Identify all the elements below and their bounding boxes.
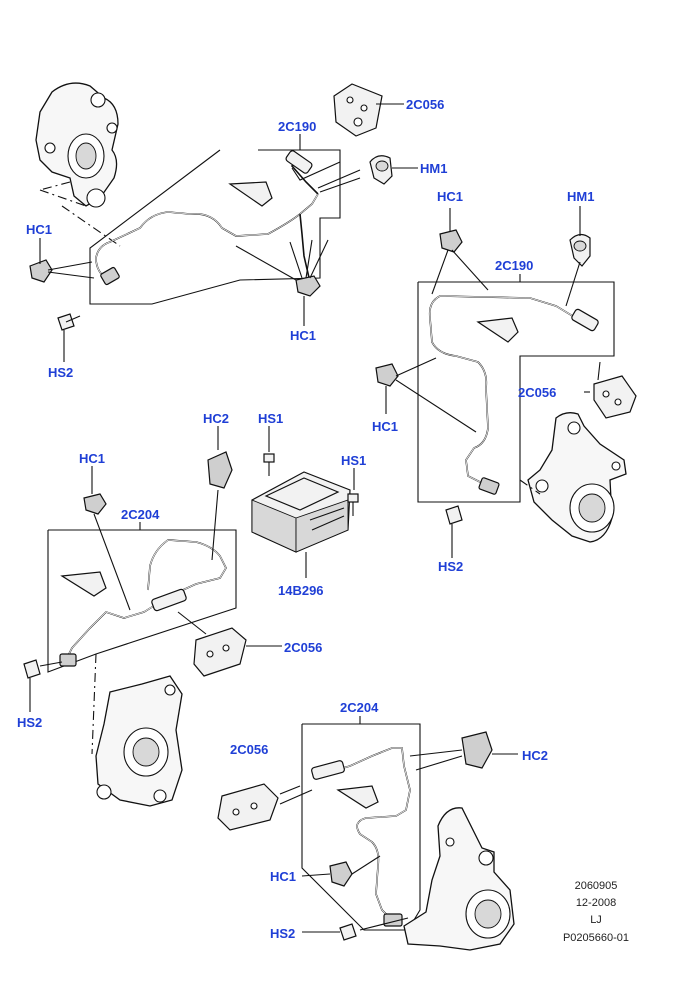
bolt-hs2-right [445,505,463,525]
cluster-front-right-2c190 [375,206,637,558]
callout-hc1-right-left: HC1 [372,419,398,434]
harness-clip-hc1-mid [83,493,107,515]
callout-2c204-bottom: 2C204 [340,700,379,715]
bolt-hs2-left [23,659,41,679]
callout-hc2-mid: HC2 [203,411,229,426]
callout-hs1-right: HS1 [341,453,366,468]
steering-knuckle-left-mid [95,675,183,807]
label-tag-1 [228,181,273,207]
ref-date: 12-2008 [576,897,616,909]
cluster1-dash-c [61,205,121,247]
harness-2c190-drop [299,213,311,283]
ref-number: 2060905 [575,880,618,892]
harness-clip-hc1-left [29,259,53,283]
cluster-rear-left-2c204 [23,466,282,807]
harness-clip-hc1-top-right [439,229,463,253]
harness-clip-hc2-mid [207,451,233,489]
connector-2c056-right [593,375,637,419]
callout-2c056-bottom: 2C056 [230,742,268,757]
callout-hs2-mid-left: HS2 [17,715,42,730]
callout-2c056-right: 2C056 [518,385,556,400]
harness-mount-hm1-top [369,155,393,185]
callout-2c190-top: 2C190 [278,119,316,134]
callout-labels: 2C056 2C190 HM1 HC1 HS2 HC1 HC1 HM1 2C19… [17,97,594,941]
ref-initials: LJ [590,914,602,926]
bolt-hs1-top [263,453,275,476]
connector-2c056-top [333,83,383,137]
harness-mount-hm1-right [569,233,591,267]
control-module-14b296 [251,471,351,553]
harness-clip-hc1-bottom [295,275,321,297]
label-tag-4 [60,571,107,597]
cluster-module-14b296 [207,426,359,578]
callout-hc1-top-left: HC1 [26,222,52,237]
steering-knuckle-top-left [35,82,119,208]
cluster1-frame [89,149,341,305]
harness-clip-hc1-right-left [375,363,399,387]
label-tag-2 [476,317,519,343]
callout-hc1-right-top: HC1 [437,189,463,204]
cluster-rear-right-2c204 [217,716,518,951]
callout-hs2-top-left: HS2 [48,365,73,380]
callout-2c190-right: 2C190 [495,258,533,273]
cluster4-dash [91,653,97,755]
drawing-reference-block: 2060905 12-2008 LJ P0205660-01 [563,880,629,944]
callout-hs2-right: HS2 [438,559,463,574]
callout-2c204-mid: 2C204 [121,507,160,522]
bolt-hs1-right [347,493,359,516]
callout-14b296: 14B296 [278,583,324,598]
callout-2c056-mid: 2C056 [284,640,322,655]
callout-hs1-top: HS1 [258,411,283,426]
harness-2c204-bottom [335,747,411,921]
cluster1-dash-a [39,181,71,191]
cluster-front-left-2c190 [29,82,418,362]
label-tag-5 [336,785,379,809]
callout-hc1-mid-left: HC1 [79,451,105,466]
wheel-speed-sensor-left [59,588,187,667]
bolt-hs2-top [57,313,81,331]
steering-knuckle-right [527,412,627,543]
cluster2-dash [519,479,541,495]
callout-hc2-bottom: HC2 [522,748,548,763]
ref-drawing-id: P0205660-01 [563,932,629,944]
bolt-hs2-bottom [339,923,357,941]
callout-hm1-top: HM1 [420,161,447,176]
steering-knuckle-bottom [403,807,515,951]
wheel-speed-sensor-right [478,308,599,495]
cluster4-frame [47,529,237,673]
harness-clip-hc1-bottom-right [329,861,353,887]
wheel-speed-sensor-2c190 [100,150,313,286]
callout-hm1-right: HM1 [567,189,594,204]
harness-2c190-upper [95,193,319,281]
callout-hs2-bottom: HS2 [270,926,295,941]
cluster2-frame [417,281,615,503]
connector-2c056-bottom [217,783,279,831]
callout-hc1-top-bottom: HC1 [290,328,316,343]
callout-2c056-top: 2C056 [406,97,444,112]
callout-hc1-bottom: HC1 [270,869,296,884]
cluster1-dash-b [39,189,87,207]
wheel-speed-sensor-bottom [311,760,403,927]
harness-clip-hc2-bottom [461,731,493,769]
connector-2c056-mid [193,627,247,677]
